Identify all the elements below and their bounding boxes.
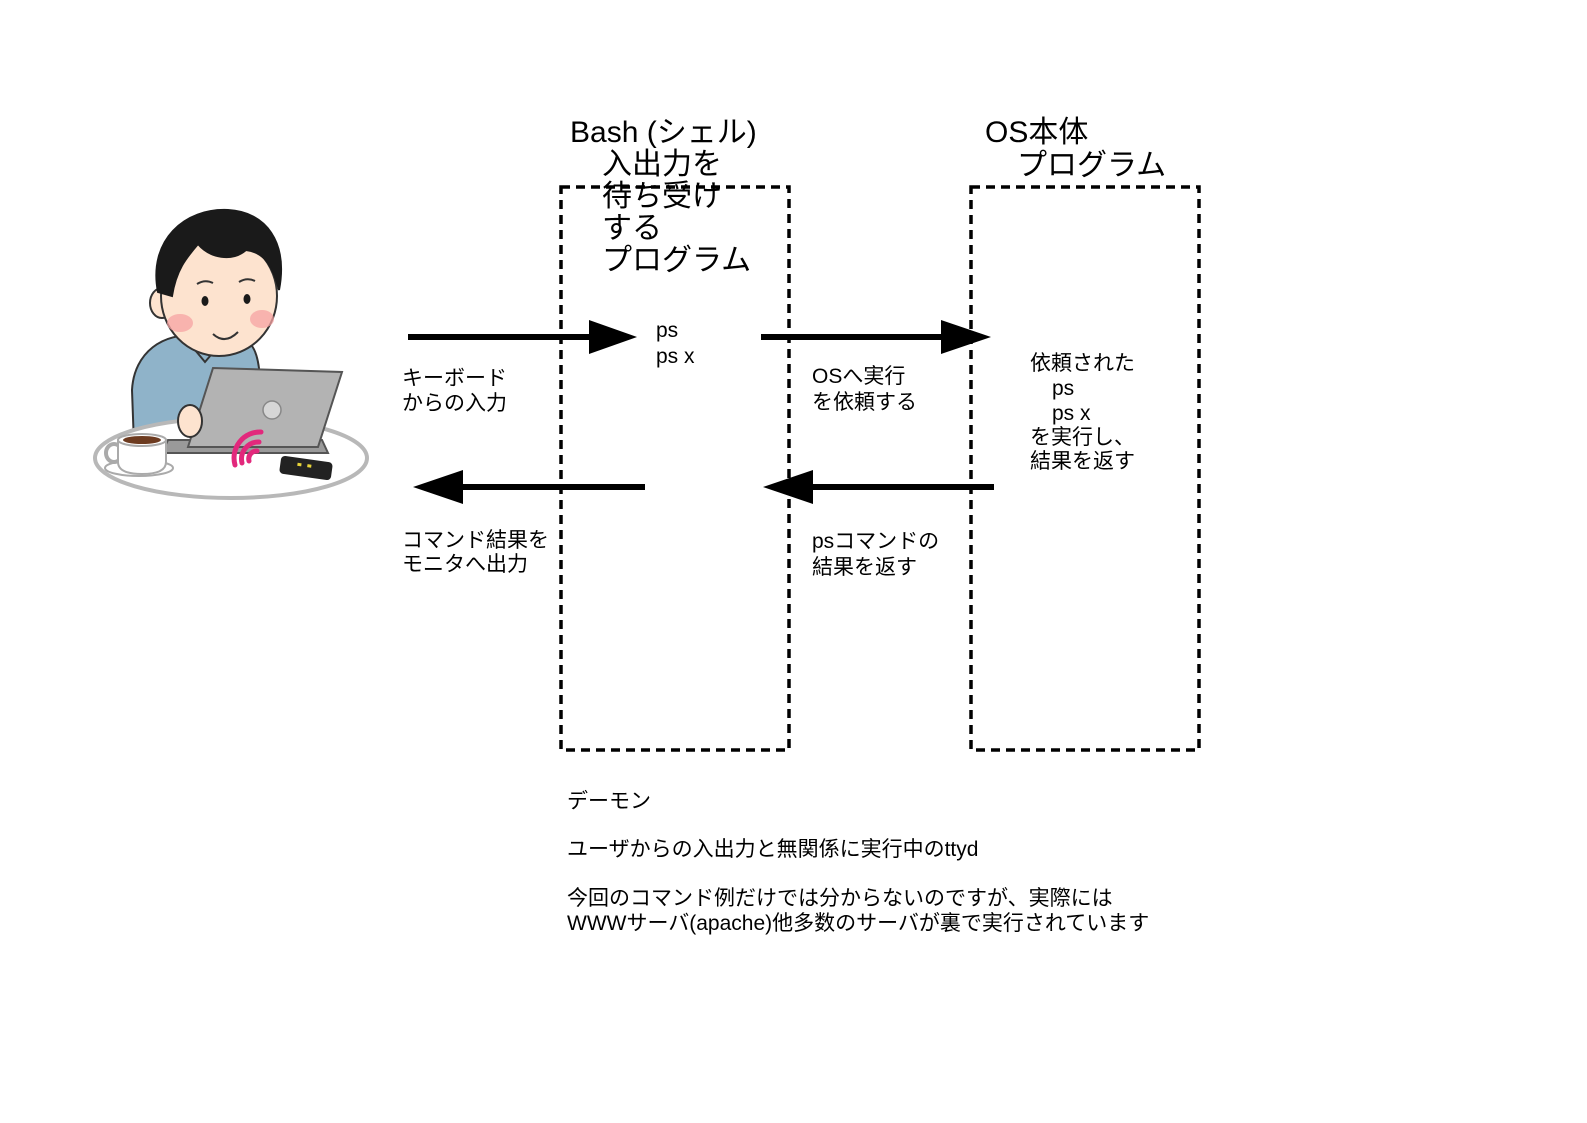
flow-label-line: モニタへ出力 [402, 553, 528, 576]
arrow-bash-to-user [413, 470, 645, 504]
command-line: ps x [656, 345, 695, 368]
os-program-box [969, 185, 1201, 752]
command-line: ps [656, 319, 679, 342]
device-body [279, 455, 333, 481]
flow-label-line: キーボード [402, 367, 507, 390]
notes-remark-line: 今回のコマンド例だけでは分からないのですが、実際には [567, 887, 1113, 910]
flow-label-line: からの入力 [402, 392, 507, 415]
cup-body [117, 439, 167, 476]
arrow-head-right [941, 320, 991, 354]
arrow-os-to-bash [763, 470, 994, 504]
wifi-arc-small [246, 448, 260, 464]
os-action-line: を実行し、 [1030, 426, 1135, 449]
pocket-wifi-device [279, 455, 333, 481]
user-cheek-left [167, 314, 193, 332]
user-mouth [212, 331, 239, 340]
arrow-head-left [763, 470, 813, 504]
flow-label-line: 結果を返す [812, 556, 917, 579]
bash-program-box [559, 185, 791, 752]
device-light-2 [307, 464, 312, 468]
os-subtitle: プログラム [1017, 149, 1167, 182]
os-action-line: 依頼された [1030, 352, 1135, 375]
flow-label-line: OSへ実行 [812, 365, 906, 388]
os-title: OS本体 [985, 116, 1089, 149]
arrow-bash-to-os [761, 320, 991, 354]
flow-label-line: コマンド結果を [402, 529, 549, 552]
os-action-line: 結果を返す [1030, 450, 1135, 473]
bash-title: Bash (シェル) [570, 116, 757, 149]
flow-label-line: を依頼する [812, 391, 917, 414]
user-hand [177, 404, 203, 438]
arrow-head-right [589, 320, 637, 354]
bash-description-line: 待ち受け [602, 180, 722, 213]
user-eyebrow-right [238, 278, 256, 283]
bash-description-line: プログラム [602, 244, 752, 277]
arrow-user-to-bash [408, 320, 637, 354]
notes-heading: デーモン [567, 790, 651, 813]
notes-remark-line: WWWサーバ(apache)他多数のサーバが裏で実行されています [567, 912, 1150, 935]
os-action-line: ps [1052, 377, 1075, 400]
os-action-line: ps x [1052, 402, 1091, 425]
device-light-1 [297, 462, 302, 467]
flow-label-line: psコマンドの [812, 530, 940, 553]
coffee-surface [123, 436, 161, 444]
user-hair [155, 208, 282, 298]
wifi-signal-icon [231, 429, 264, 468]
user-eyebrow-left [196, 280, 214, 285]
wifi-arc-large [231, 429, 264, 468]
bash-description-line: 入出力を [602, 148, 722, 181]
laptop-logo-icon [262, 400, 282, 420]
arrow-head-left [413, 470, 463, 504]
bash-description-line: する [602, 212, 662, 245]
user-at-laptop-illustration [93, 208, 369, 500]
user-eye-left [201, 296, 209, 306]
wifi-arc-medium [239, 439, 262, 466]
user-eye-right [243, 294, 251, 304]
notes-description: ユーザからの入出力と無関係に実行中のttyd [567, 838, 979, 861]
user-cheek-right [250, 310, 274, 328]
